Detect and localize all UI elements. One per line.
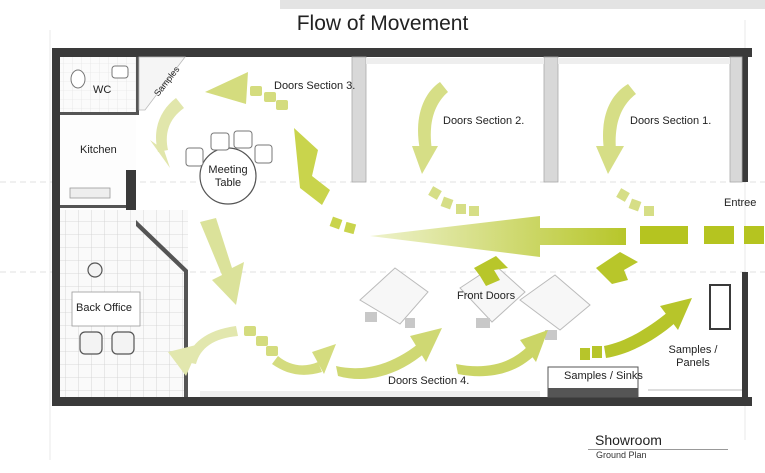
top-gray-bar [280, 0, 765, 9]
caption-subtitle: Ground Plan [596, 450, 647, 460]
diagram-title: Flow of Movement [296, 12, 469, 35]
south-wall [52, 397, 752, 406]
entrance-flow-arrow [370, 216, 626, 257]
north-wall [52, 48, 752, 57]
samples-sinks-label: Samples / Sinks [564, 370, 643, 382]
front-doors-label: Front Doors [457, 290, 516, 302]
back-office-label: Back Office [76, 302, 133, 314]
west-wall [52, 48, 60, 406]
caption-title: Showroom [595, 432, 662, 448]
wc-label: WC [93, 84, 112, 96]
meeting-table-label: Meeting Table [208, 164, 248, 190]
doors-section-2-label: Doors Section 2. [443, 115, 525, 127]
caption-divider [588, 449, 728, 450]
kitchen-label: Kitchen [80, 144, 117, 156]
doors-section-3-label: Doors Section 3. [274, 80, 356, 92]
doors-section-1-label: Doors Section 1. [630, 115, 712, 127]
entree-label: Entree [724, 197, 757, 209]
samples-panels-label: Samples / Panels [668, 344, 718, 370]
doors-section-4-label: Doors Section 4. [388, 375, 470, 387]
